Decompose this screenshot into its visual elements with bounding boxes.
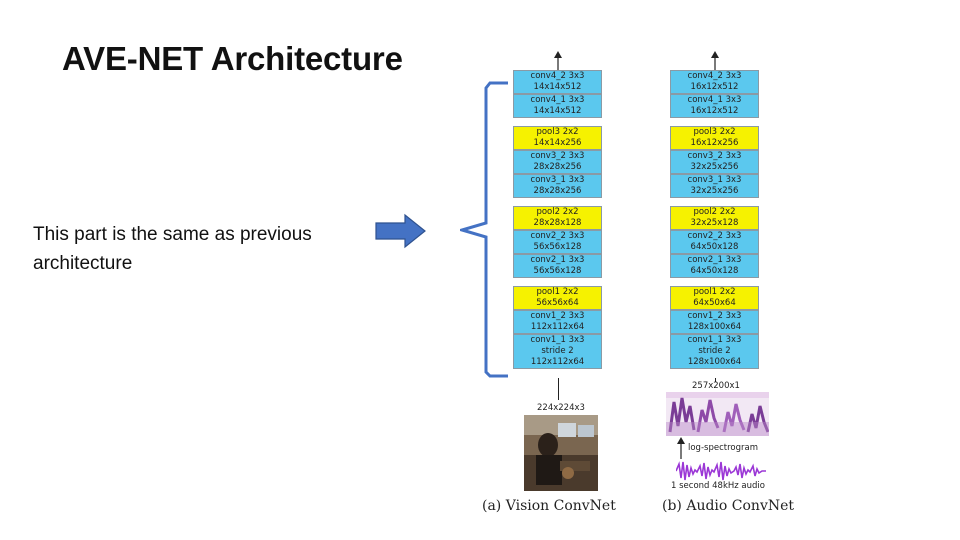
layer-text: conv3_2 3x3 [530, 151, 585, 161]
layer-text: 14x14x512 [533, 82, 582, 92]
layer-text: 32x25x256 [690, 186, 739, 196]
vision-input-photo [524, 415, 598, 491]
layer-text: 64x50x128 [690, 242, 739, 252]
layer-text: 128x100x64 [687, 357, 742, 367]
spectrogram-label: log-spectrogram [688, 443, 758, 453]
audio-input-dim: 257x200x1 [692, 381, 740, 391]
layer-text: 112x112x64 [530, 322, 585, 332]
spectrogram-arrow-icon [677, 437, 685, 459]
layer-text: 14x14x512 [533, 106, 582, 116]
layer-text: 32x25x128 [690, 218, 739, 228]
audio-source-label: 1 second 48kHz audio [671, 481, 765, 491]
layer-text: conv3_1 3x3 [530, 175, 585, 185]
layer-text: 64x50x128 [690, 266, 739, 276]
layer-text: 64x50x64 [693, 298, 736, 308]
layer-text: 56x56x128 [533, 266, 582, 276]
vision-input-line [558, 378, 559, 400]
layer-text: conv4_2 3x3 [530, 71, 585, 81]
audio-output-arrow-icon [711, 51, 719, 71]
audio-caption: (b) Audio ConvNet [662, 498, 795, 514]
layer-text: pool2 2x2 [536, 207, 579, 217]
layer-text: 56x56x128 [533, 242, 582, 252]
layer-text: conv4_1 3x3 [687, 95, 742, 105]
layer-text: conv2_2 3x3 [530, 231, 585, 241]
vision-output-arrow-icon [554, 51, 562, 71]
layer-text: conv1_1 3x3 [530, 335, 585, 345]
layer-text: conv4_1 3x3 [530, 95, 585, 105]
layer-text: 16x12x512 [690, 82, 739, 92]
layer-text: conv2_1 3x3 [687, 255, 742, 265]
layer-text: conv2_2 3x3 [687, 231, 742, 241]
vision-caption: (a) Vision ConvNet [482, 498, 616, 514]
layer-text: pool2 2x2 [693, 207, 736, 217]
layer-text: conv3_2 3x3 [687, 151, 742, 161]
left-bracket-icon [460, 81, 508, 378]
layer-text: conv1_1 3x3 [687, 335, 742, 345]
layer-text: 56x56x64 [536, 298, 579, 308]
layer-text: 28x28x256 [533, 162, 582, 172]
layer-text: 14x14x256 [533, 138, 582, 148]
annotation-text: This part is the same as previous archit… [33, 224, 312, 274]
layer-text: 16x12x512 [690, 106, 739, 116]
vision-input-dim: 224x224x3 [537, 403, 585, 413]
layer-text: 112x112x64 [530, 357, 585, 367]
layer-text: conv3_1 3x3 [687, 175, 742, 185]
layer-text: conv1_2 3x3 [687, 311, 742, 321]
layer-text: conv2_1 3x3 [530, 255, 585, 265]
layer-text: 32x25x256 [690, 162, 739, 172]
layer-text: 28x28x128 [533, 218, 582, 228]
right-arrow-icon [375, 213, 426, 249]
layer-text: 28x28x256 [533, 186, 582, 196]
layer-text: pool1 2x2 [693, 287, 736, 297]
audio-waveform-image [675, 460, 766, 482]
layer-text: stride 2 [541, 346, 574, 356]
layer-text: conv4_2 3x3 [687, 71, 742, 81]
layer-text: pool3 2x2 [693, 127, 736, 137]
slide-title: AVE-NET Architecture [62, 40, 403, 77]
layer-text: pool3 2x2 [536, 127, 579, 137]
layer-text: conv1_2 3x3 [530, 311, 585, 321]
layer-text: pool1 2x2 [536, 287, 579, 297]
log-spectrogram-image [666, 392, 770, 436]
layer-text: 16x12x256 [690, 138, 739, 148]
layer-text: 128x100x64 [687, 322, 742, 332]
audio-input-line [715, 378, 716, 382]
layer-text: stride 2 [698, 346, 731, 356]
